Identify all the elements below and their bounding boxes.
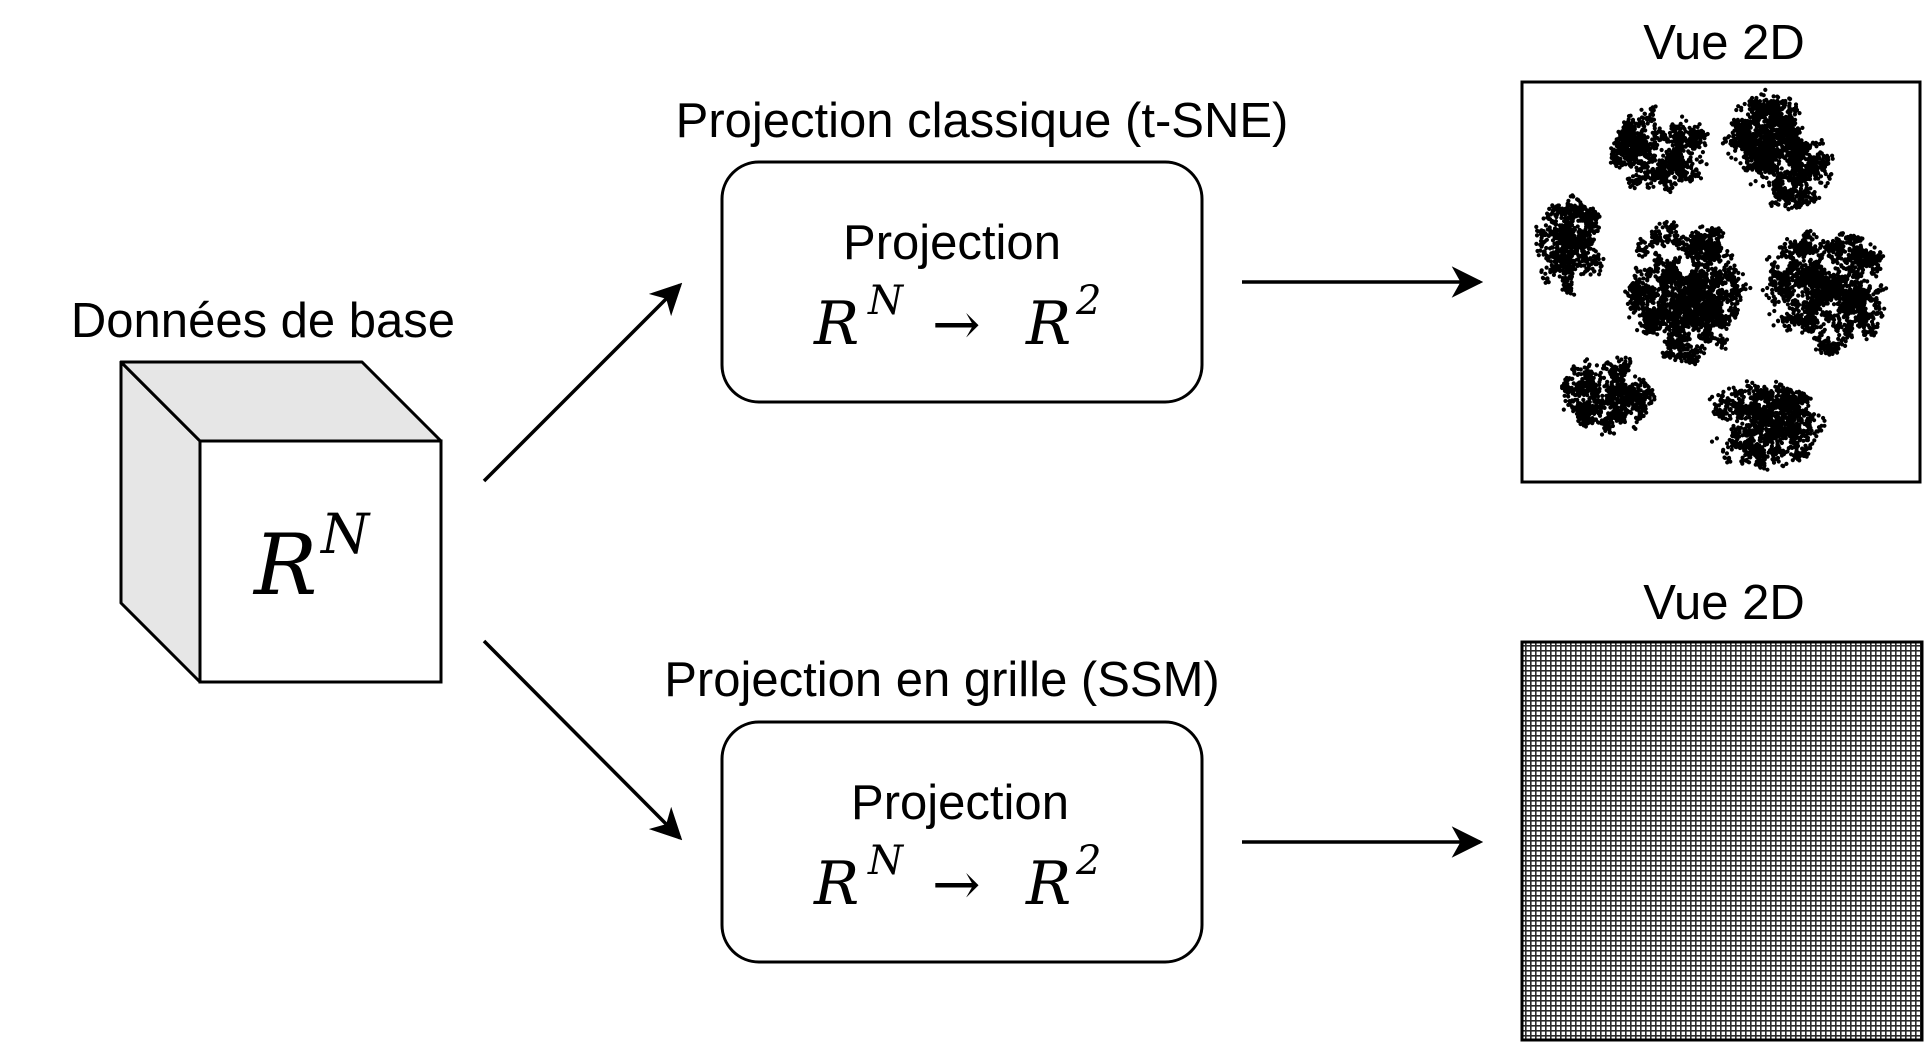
top-output-title: Vue 2D [1643,16,1805,70]
tsne-scatter-view [1520,80,1922,484]
ssm-grid-view [1520,640,1924,1042]
top-branch-title: Projection classique (t-SNE) [676,94,1289,148]
cube-symbol: R [252,516,317,614]
top-projection-box: Projection R N → R 2 [720,160,1204,404]
bottom-branch-title: Projection en grille (SSM) [664,653,1220,707]
tsne-cluster [1608,104,1710,195]
bottom-projection-label: Projection [851,776,1069,830]
tsne-cluster [1560,355,1657,437]
top-formula-to: R [1025,289,1071,359]
tsne-clusters [1534,87,1889,472]
arrow-to-bottom-projection [482,639,683,841]
ssm-grid-fill [1522,642,1922,1040]
bottom-formula-arrow: → [932,850,981,918]
top-projection-label: Projection [843,216,1061,270]
top-formula-arrow: → [932,290,981,358]
bottom-formula-from: R [813,849,859,919]
tsne-cluster [1741,122,1835,212]
bottom-formula-to: R [1025,849,1071,919]
top-formula-to-exp: 2 [1075,278,1101,324]
tsne-cluster [1707,379,1827,472]
tsne-cluster [1534,193,1606,297]
tsne-cluster [1760,228,1889,357]
top-formula-from-exp: N [867,278,905,324]
top-formula-from: R [813,289,859,359]
bottom-projection-box: Projection R N → R 2 [720,720,1204,964]
cube-symbol-exponent: N [319,502,371,566]
cube-front-face [198,439,443,684]
tsne-cluster [1623,219,1753,367]
ssm-grid-frame [1520,640,1924,1042]
input-title: Données de base [71,294,455,348]
arrow-to-top-projection [482,282,683,483]
bottom-formula-to-exp: 2 [1075,838,1101,884]
bottom-output-title: Vue 2D [1643,576,1805,630]
bottom-formula-from-exp: N [867,838,905,884]
data-cube: R N [119,360,443,684]
